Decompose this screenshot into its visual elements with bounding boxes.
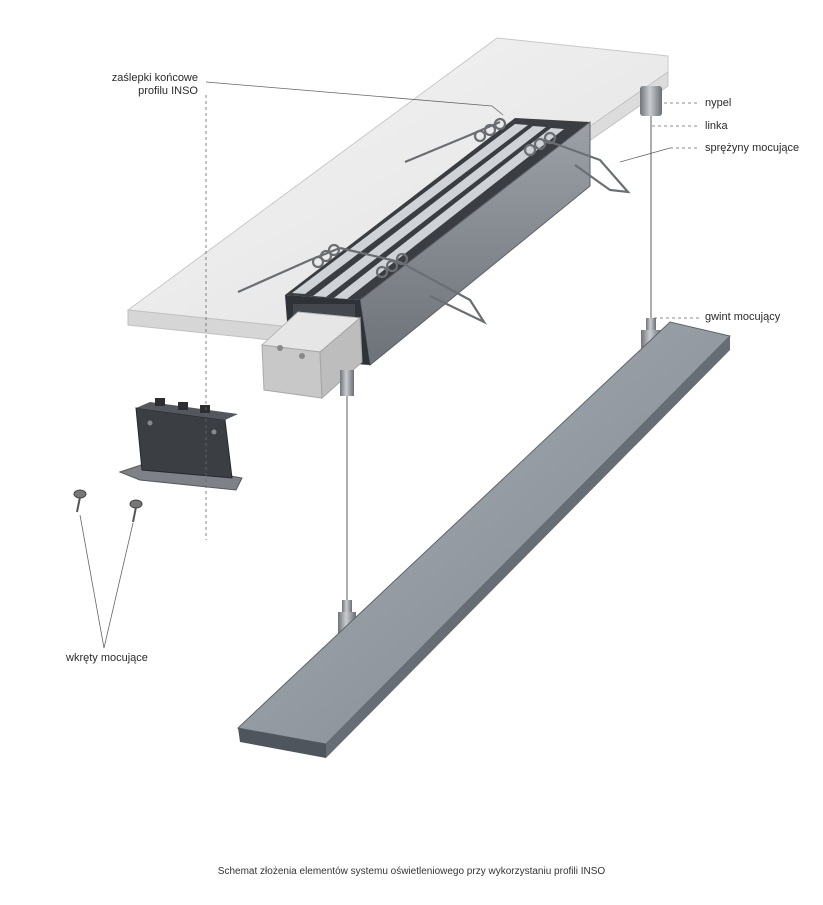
label-end-caps-line2: profilu INSO — [138, 85, 198, 97]
screw-left — [73, 489, 87, 513]
profile-insert — [260, 311, 363, 400]
label-end-caps-line1: zaślepki końcowe — [111, 72, 198, 84]
end-cap — [118, 398, 243, 491]
mounting-springs — [237, 117, 631, 325]
label-nipple: nypel — [705, 97, 732, 109]
label-wire: linka — [705, 120, 728, 132]
label-screws: wkręty mocujące — [66, 652, 148, 664]
screw-right — [129, 499, 143, 523]
label-springs: sprężyny mocujące — [705, 142, 800, 154]
diagram-caption: Schemat złożenia elementów systemu oświe… — [217, 866, 606, 877]
label-thread: gwint mocujący — [705, 311, 781, 323]
label-end-caps: zaślepki końcowe profilu INSO — [86, 72, 198, 98]
lamp-bar — [236, 321, 731, 758]
leader-lines — [79, 81, 700, 649]
